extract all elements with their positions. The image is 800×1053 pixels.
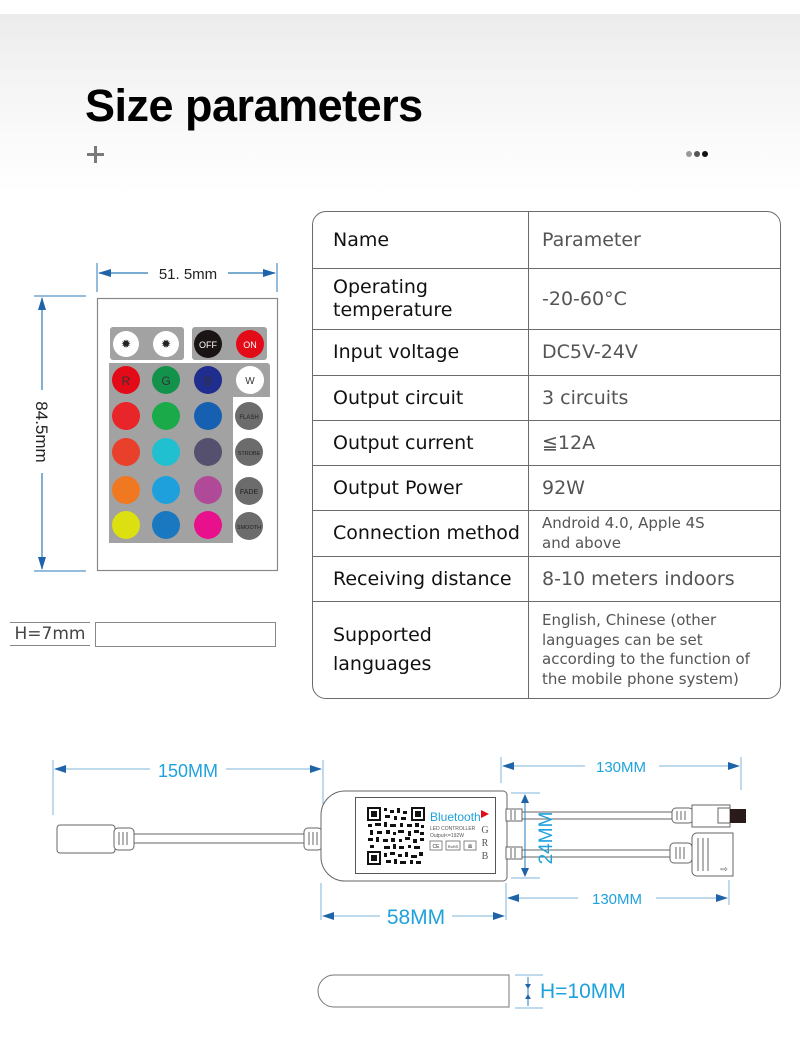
brightness-down-button[interactable]: ✹: [153, 331, 179, 357]
color-button[interactable]: [112, 438, 140, 466]
output-cable-length-bottom-label: 130MM: [592, 891, 642, 908]
pin-r: R: [482, 838, 489, 849]
pin-b: B: [482, 851, 489, 862]
fade-button[interactable]: FADE: [235, 477, 263, 505]
on-button[interactable]: ON: [236, 330, 264, 358]
svg-text:FADE: FADE: [240, 489, 259, 496]
pin-g: G: [481, 825, 488, 836]
svg-text:R: R: [122, 374, 131, 388]
color-grid: [112, 402, 222, 539]
brightness-down-icon: ✹: [161, 337, 171, 351]
smooth-button[interactable]: SMOOTH: [235, 512, 263, 540]
dots-icon: [686, 151, 708, 157]
color-button[interactable]: [194, 476, 222, 504]
svg-text:ON: ON: [243, 340, 257, 350]
header-parameter: Parameter: [542, 228, 641, 251]
svg-text:B: B: [204, 374, 212, 388]
color-button[interactable]: [194, 511, 222, 539]
plus-icon: [87, 146, 104, 163]
input-cable-length-label: 150MM: [158, 761, 218, 781]
color-button[interactable]: [152, 476, 180, 504]
svg-text:SMOOTH: SMOOTH: [237, 525, 261, 531]
g-button[interactable]: G: [152, 366, 180, 394]
color-button[interactable]: [112, 476, 140, 504]
label-output: Output<=192W: [430, 833, 464, 839]
color-button[interactable]: [194, 402, 222, 430]
w-button[interactable]: W: [236, 366, 264, 394]
body-width-label: 24MM: [536, 812, 557, 865]
svg-text:G: G: [161, 374, 170, 388]
off-button[interactable]: OFF: [194, 330, 222, 358]
color-button[interactable]: [112, 511, 140, 539]
flash-button[interactable]: FLASH: [235, 402, 263, 430]
label-brand: Bluetooth: [430, 810, 481, 824]
table-row: Output circuit 3 circuits: [313, 376, 780, 421]
table-row: Operating temperature -20-60°C: [313, 269, 780, 330]
table-row: Output current ≦12A: [313, 421, 780, 466]
rohs-mark: RoHS: [448, 845, 459, 849]
remote-thickness-label: H=7mm: [10, 622, 90, 646]
spec-table: Name Parameter Operating temperature -20…: [312, 211, 781, 699]
body-length-label: 58MM: [387, 906, 445, 929]
table-header-row: Name Parameter: [313, 212, 780, 269]
arrow-marker-icon: [481, 810, 489, 818]
color-button[interactable]: [112, 402, 140, 430]
header-band: [0, 14, 800, 194]
label-subtitle: LED CONTROLLER: [430, 826, 476, 832]
color-button[interactable]: [194, 438, 222, 466]
strobe-button[interactable]: STROBE: [235, 438, 263, 466]
brightness-up-button[interactable]: ✹: [113, 331, 139, 357]
connector-arrow-icon: ⇨: [720, 865, 728, 875]
b-button[interactable]: B: [194, 366, 222, 394]
remote-height-label: 84.5mm: [32, 401, 51, 462]
header-name: Name: [313, 212, 529, 268]
svg-text:OFF: OFF: [199, 340, 217, 350]
controller-height-label: H=10MM: [540, 980, 626, 1003]
output-cable-length-top-label: 130MM: [596, 759, 646, 776]
color-button[interactable]: [152, 402, 180, 430]
table-row: Receiving distance 8-10 meters indoors: [313, 557, 780, 602]
svg-text:W: W: [245, 376, 255, 387]
svg-text:FLASH: FLASH: [239, 415, 258, 421]
controller-diagram: 150MM Bluetooth LED CONTROLLER Output<=1…: [52, 757, 746, 929]
r-button[interactable]: R: [112, 366, 140, 394]
remote-width-label: 51. 5mm: [159, 266, 217, 283]
remote-side-profile: [95, 622, 276, 647]
ce-mark: CE: [433, 844, 441, 850]
page-title: Size parameters: [85, 80, 423, 131]
qr-code-icon: [367, 807, 425, 865]
color-button[interactable]: [152, 511, 180, 539]
table-row: Supported languages English, Chinese (ot…: [313, 602, 780, 698]
controller-side-profile: H=10MM: [317, 974, 626, 1009]
weee-icon: ⊠: [468, 844, 472, 850]
table-row: Output Power 92W: [313, 466, 780, 511]
brightness-up-icon: ✹: [121, 337, 131, 351]
color-button[interactable]: [152, 438, 180, 466]
remote-diagram: 51. 5mm 84.5mm ✹ ✹ OFF ON R G B W: [32, 263, 279, 572]
table-row: Input voltage DC5V-24V: [313, 330, 780, 376]
table-row: Connection method Android 4.0, Apple 4S …: [313, 511, 780, 557]
svg-text:STROBE: STROBE: [238, 451, 261, 457]
